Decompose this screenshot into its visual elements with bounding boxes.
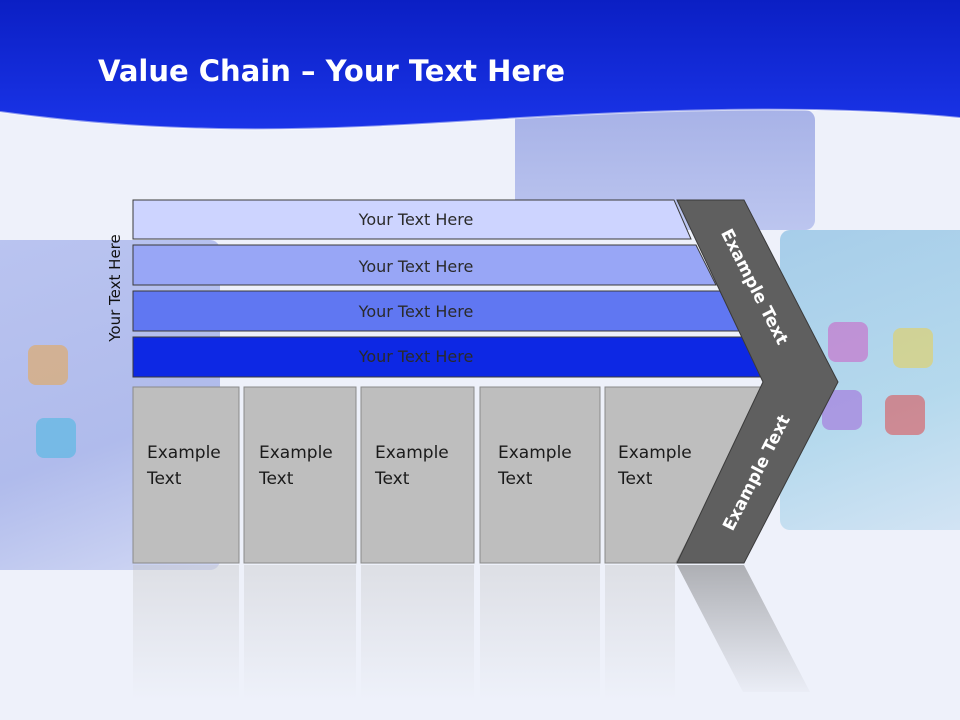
title-bold: Value Chain (98, 54, 291, 88)
column-4-label: Example Text (498, 443, 572, 489)
title-rest: – Your Text Here (290, 54, 566, 88)
header-banner (0, 0, 960, 131)
column-1-label: Example Text (147, 443, 221, 489)
column-3-label: Example Text (375, 443, 449, 489)
store-app-icon (893, 328, 933, 368)
bar-1-label: Your Text Here (358, 210, 474, 229)
bar-2[interactable] (132, 244, 717, 286)
column-1[interactable] (132, 386, 240, 564)
column-2-label: Example Text (259, 443, 333, 489)
column-4[interactable] (479, 386, 601, 564)
music-app-icon (828, 322, 868, 362)
chevron-arrow[interactable] (676, 199, 839, 564)
settings-app-icon (28, 345, 68, 385)
page-title: Value Chain – Your Text Here (98, 54, 565, 88)
organizer-app-icon (36, 418, 76, 458)
bar-1[interactable] (132, 199, 692, 240)
column-5-label: Example Text (618, 443, 692, 489)
column-2[interactable] (243, 386, 357, 564)
bar-4-label: Your Text Here (358, 347, 474, 366)
bar-2-label: Your Text Here (358, 257, 474, 276)
column-3[interactable] (360, 386, 475, 564)
help-app-icon (885, 395, 925, 435)
bar-3-label: Your Text Here (358, 302, 474, 321)
